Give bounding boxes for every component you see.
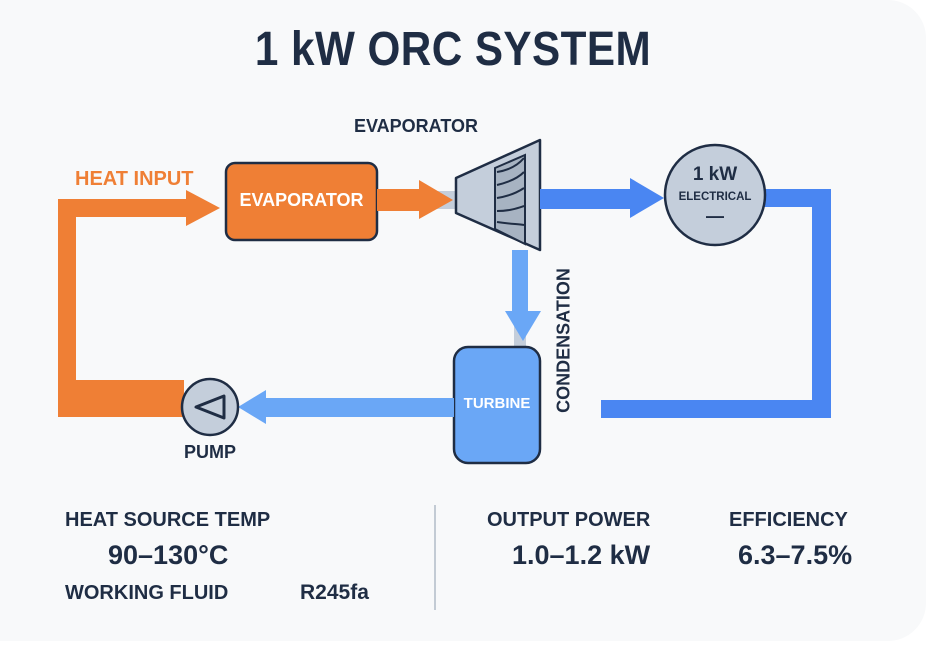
heat-input-arrowhead [186, 190, 220, 226]
hot-loop-pipe [58, 199, 184, 398]
pump-triangle-icon [194, 394, 226, 420]
expander-icon [454, 138, 542, 252]
vapor-arrow-shaft [377, 189, 423, 211]
return-arrowhead [238, 390, 266, 424]
condensate-arrowhead [505, 311, 541, 341]
efficiency-value: 6.3–7.5% [738, 540, 853, 570]
power-arrowhead [630, 178, 664, 218]
hot-loop-bottom-pipe [58, 398, 184, 417]
cold-loop-bottom-pipe [601, 400, 831, 418]
generator-value: 1 kW [692, 164, 738, 185]
generator-sublabel: ELECTRICAL [678, 191, 752, 203]
pump-circle [180, 377, 240, 437]
heat-source-temp-value: 90–130°C [108, 540, 229, 570]
output-power-label: OUTPUT POWER [487, 509, 651, 531]
evaporator-box-label: EVAPORATOR [239, 190, 364, 210]
condensation-label: CONDENSATION [553, 268, 574, 413]
generator-circle [663, 143, 767, 247]
heat-input-label: HEAT INPUT [75, 168, 194, 190]
expander-caption: EVAPORATOR [354, 116, 479, 136]
hot-loop-top-pipe [58, 199, 188, 217]
heat-source-temp-label: HEAT SOURCE TEMP [65, 509, 271, 531]
hot-loop-left-pipe [58, 199, 76, 417]
generator-mark: — [706, 206, 724, 226]
specs-divider [434, 505, 436, 610]
cold-loop-right-pipe [812, 189, 831, 418]
output-power-value: 1.0–1.2 kW [512, 540, 651, 570]
vapor-arrowhead [419, 180, 453, 219]
page-title: 1 kW ORC SYSTEM [254, 23, 652, 76]
pump-label: PUMP [183, 442, 236, 462]
diagram-card [0, 0, 926, 641]
return-arrow-shaft [264, 398, 454, 417]
working-fluid-value: R245fa [300, 581, 369, 604]
turbine-box-label: TURBINE [463, 395, 531, 412]
power-arrow-shaft [540, 189, 632, 209]
condensate-arrow-shaft [512, 250, 528, 312]
efficiency-label: EFFICIENCY [729, 509, 848, 531]
working-fluid-label: WORKING FLUID [65, 582, 229, 604]
